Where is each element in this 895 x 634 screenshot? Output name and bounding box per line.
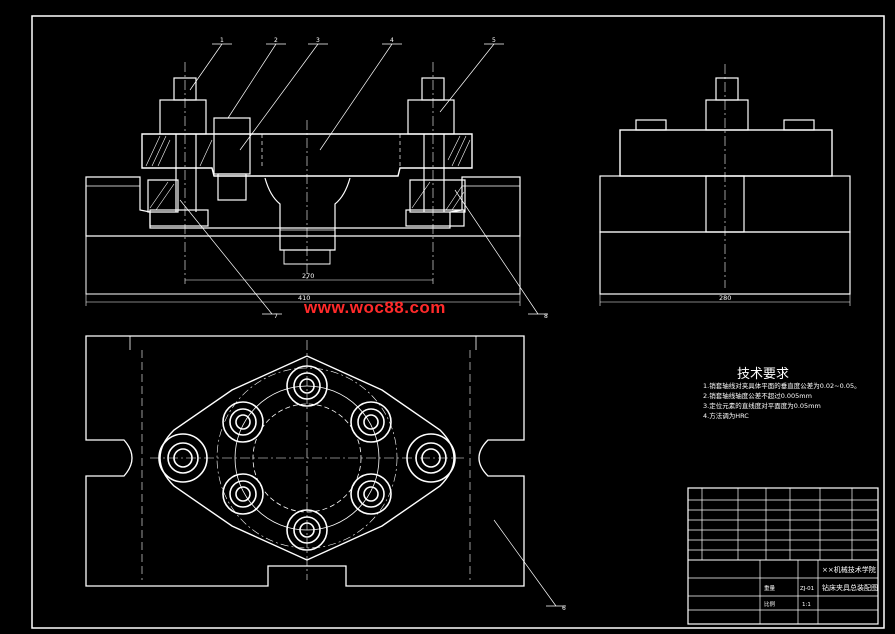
dim-front-overall: 410 <box>298 294 310 302</box>
balloon-2: 2 <box>274 37 278 44</box>
tech-requirements-title: 技术要求 <box>737 367 790 382</box>
balloon-4: 4 <box>390 37 394 44</box>
title-block-school: ××机械技术学院 <box>822 565 876 574</box>
dim-side-width: 280 <box>719 294 731 302</box>
balloon-7: 7 <box>274 313 278 320</box>
title-block-code: ZJ-01 <box>800 586 814 592</box>
balloon-6: 6 <box>562 605 566 612</box>
balloon-5: 5 <box>492 37 496 44</box>
title-block-scale-label: 比例 <box>764 600 776 608</box>
tech-requirement-item: 4.方法调为HRC <box>703 412 749 420</box>
section-hatching <box>145 135 471 211</box>
tech-requirement-item: 2.销套轴线轴度公差不超过0.005mm <box>703 392 812 400</box>
balloon-8: 8 <box>544 313 548 320</box>
watermark-text: www.woc88.com <box>304 298 446 317</box>
balloon-3: 3 <box>316 37 320 44</box>
drawing-border <box>31 15 885 629</box>
tech-requirements-list: 1.销套轴线对夹具体平面的垂直度公差为0.02~0.05。 2.销套轴线轴度公差… <box>703 381 861 421</box>
bolt-holes <box>158 365 456 551</box>
title-block-weight-label: 重量 <box>764 584 776 592</box>
front-view <box>85 62 521 306</box>
balloon-1: 1 <box>220 37 224 44</box>
side-view <box>599 64 851 306</box>
title-block-grid <box>687 487 879 625</box>
leader-lines <box>179 43 566 607</box>
title-block-scale: 1:1 <box>802 602 811 608</box>
tech-requirement-item: 3.定位元素的直线度对平面度为0.05mm <box>703 402 821 410</box>
dim-front-inner: 270 <box>302 272 314 280</box>
tech-requirement-item: 1.销套轴线对夹具体平面的垂直度公差为0.02~0.05。 <box>703 382 861 390</box>
title-block-part-name: 钻床夹具总装配图 <box>822 583 878 592</box>
